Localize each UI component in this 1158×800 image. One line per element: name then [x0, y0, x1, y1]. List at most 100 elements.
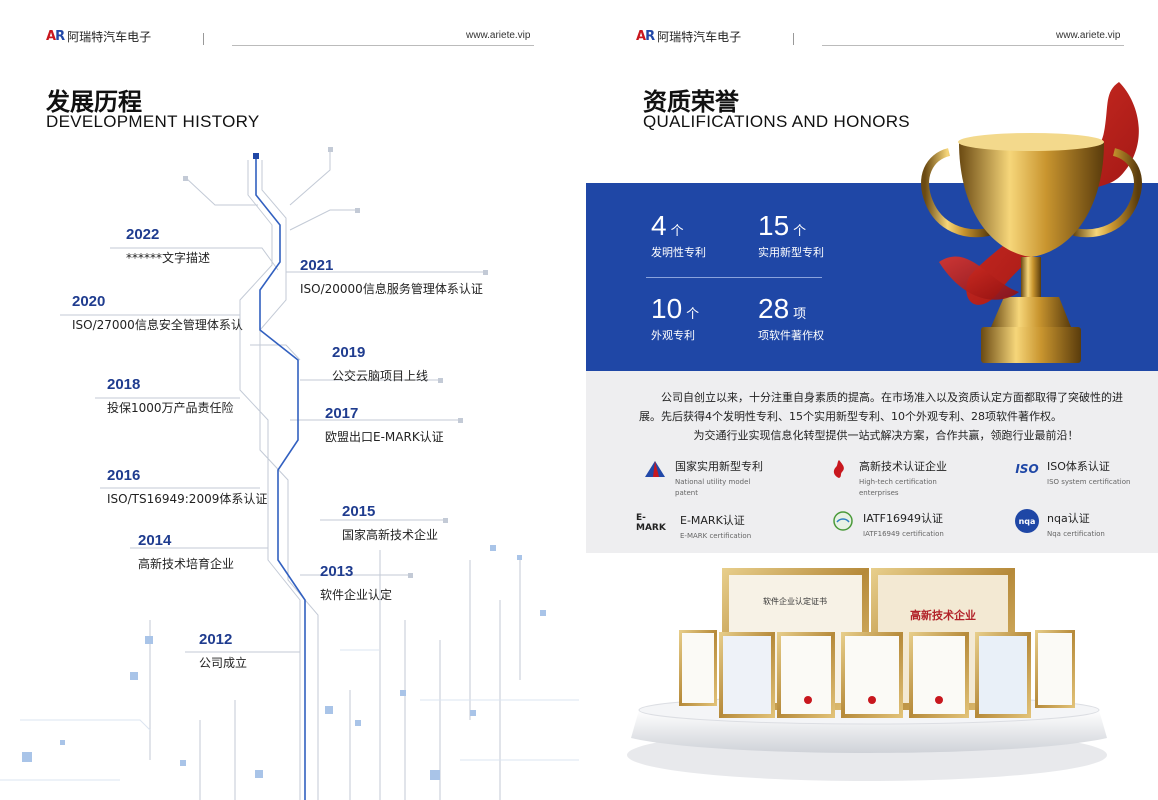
milestone-text: ISO/TS16949:2009体系认证	[107, 492, 268, 506]
stat-number: 15	[758, 210, 790, 241]
milestone-text: 国家高新技术企业	[342, 528, 439, 542]
cert-name-en: Nqa certification	[1047, 530, 1105, 538]
cert-name: nqa认证	[1047, 512, 1090, 525]
cert-name: IATF16949认证	[863, 512, 943, 525]
milestone-2019: 2019 公交云脑项目上线	[332, 344, 428, 384]
development-history-page: AR 阿瑞特汽车电子 www.ariete.vip 发展历程 DEVELOPME…	[0, 28, 579, 800]
milestone-text: 公司成立	[199, 656, 248, 670]
stat-number: 10	[651, 293, 683, 324]
certificate-frames-front	[679, 630, 1075, 718]
stat-label: 实用新型专利	[758, 246, 824, 259]
header-url: www.ariete.vip	[466, 30, 531, 41]
brand-logo: AR 阿瑞特汽车电子	[46, 28, 151, 45]
emark-logo-icon: E-MARK	[636, 513, 666, 533]
milestone-year: 2012	[199, 631, 233, 648]
milestone-year: 2013	[320, 563, 354, 580]
milestone-2020: 2020 ISO/27000信息安全管理体系认	[72, 293, 243, 333]
brand-mark-icon: AR	[636, 29, 655, 44]
brand-name: 阿瑞特汽车电子	[67, 30, 152, 44]
stats-divider	[646, 277, 822, 278]
cert-name: 国家实用新型专利	[675, 460, 763, 473]
cert-name-en: E-MARK certification	[680, 532, 752, 540]
milestone-2014: 2014 高新技术培育企业	[138, 532, 234, 572]
cert-name: 高新技术认证企业	[859, 460, 947, 473]
iatf-logo-icon	[829, 510, 857, 532]
milestone-2016: 2016 ISO/TS16949:2009体系认证	[107, 467, 267, 507]
header-divider	[793, 33, 794, 45]
page-title-cn: 资质荣誉	[643, 88, 739, 116]
header-rule	[822, 45, 1124, 46]
intro-slogan: 为交通行业实现信息化转型提供一站式解决方案，合作共赢，领跑行业最前沿！	[693, 429, 1079, 442]
patent-logo-icon	[641, 458, 669, 480]
milestone-year: 2020	[72, 293, 106, 310]
page-title-cn: 发展历程	[46, 88, 142, 116]
trophy-icon	[921, 82, 1142, 363]
cert-name-en: IATF16949 certification	[863, 530, 944, 538]
header-divider	[203, 33, 204, 45]
milestone-year: 2019	[332, 344, 366, 361]
stat-unit: 项	[793, 307, 807, 322]
milestone-year: 2016	[107, 467, 141, 484]
cert-iso: ISO ISO体系认证 ISO system certification	[1013, 458, 1130, 488]
hightech-cert-title: 高新技术企业	[910, 608, 976, 622]
milestone-year: 2022	[126, 226, 160, 243]
stat-unit: 个	[686, 307, 700, 322]
qualifications-page: AR 阿瑞特汽车电子 www.ariete.vip 资质荣誉 QUALIFICA…	[579, 0, 1158, 800]
stat-label: 发明性专利	[651, 246, 706, 259]
header-rule	[232, 45, 534, 46]
stat-unit: 个	[793, 224, 807, 239]
brand-mark-icon: AR	[46, 29, 65, 44]
certifications-panel	[586, 371, 1158, 553]
intro-paragraph: 公司自创立以来，十分注重自身素质的提高。在市场准入以及资质认定方面都取得了突破性…	[639, 391, 1123, 423]
milestone-text: 欧盟出口E-MARK认证	[325, 430, 444, 444]
nqa-logo-icon: nqa	[1013, 509, 1041, 533]
milestone-text: 软件企业认定	[320, 588, 393, 602]
brand-logo: AR 阿瑞特汽车电子	[636, 28, 741, 45]
cert-name: E-MARK认证	[680, 514, 745, 527]
cert-iatf: IATF16949认证 IATF16949 certification	[829, 510, 944, 540]
milestone-year: 2021	[300, 257, 334, 274]
certificates-display: 软件企业认定证书 高新技术企业	[627, 568, 1107, 781]
software-cert-title: 软件企业认定证书	[763, 596, 827, 606]
stat-number: 4	[651, 210, 667, 241]
milestone-year: 2018	[107, 376, 141, 393]
milestone-text: ISO/20000信息服务管理体系认证	[300, 282, 483, 296]
milestone-2012: 2012 公司成立	[199, 631, 247, 671]
stat-label: 项软件著作权	[758, 329, 824, 342]
milestone-year: 2017	[325, 405, 359, 422]
milestone-2017: 2017 欧盟出口E-MARK认证	[325, 405, 444, 445]
cert-emark: E-MARK E-MARK认证 E-MARK certification	[636, 512, 751, 542]
stat-unit: 个	[670, 224, 684, 239]
milestone-year: 2014	[138, 532, 172, 549]
brand-name: 阿瑞特汽车电子	[657, 30, 742, 44]
hightech-logo-icon	[825, 458, 853, 480]
stat-number: 28	[758, 293, 790, 324]
timeline-graphic	[0, 147, 579, 800]
header-url: www.ariete.vip	[1056, 30, 1121, 41]
milestone-text: 高新技术培育企业	[138, 557, 235, 571]
company-intro: 公司自创立以来，十分注重自身素质的提高。在市场准入以及资质认定方面都取得了突破性…	[639, 388, 1133, 445]
iso-logo-icon: ISO	[1015, 462, 1039, 476]
milestone-text: 公交云脑项目上线	[332, 369, 429, 383]
milestone-2021: 2021 ISO/20000信息服务管理体系认证	[300, 257, 483, 297]
milestone-2013: 2013 软件企业认定	[320, 563, 392, 603]
milestone-2018: 2018 投保1000万产品责任险	[107, 376, 234, 416]
milestone-text: 投保1000万产品责任险	[107, 401, 234, 415]
milestone-2022: 2022 ******文字描述	[126, 226, 210, 266]
milestone-text: ISO/27000信息安全管理体系认	[72, 318, 243, 332]
cert-name: ISO体系认证	[1047, 460, 1110, 473]
stat-label: 外观专利	[651, 329, 695, 342]
cert-nqa: nqa nqa认证 Nqa certification	[1013, 509, 1105, 540]
milestone-2015: 2015 国家高新技术企业	[342, 503, 438, 543]
milestone-year: 2015	[342, 503, 376, 520]
cert-name-en: ISO system certification	[1047, 478, 1131, 486]
page-title-en: QUALIFICATIONS AND HONORS	[643, 112, 910, 131]
